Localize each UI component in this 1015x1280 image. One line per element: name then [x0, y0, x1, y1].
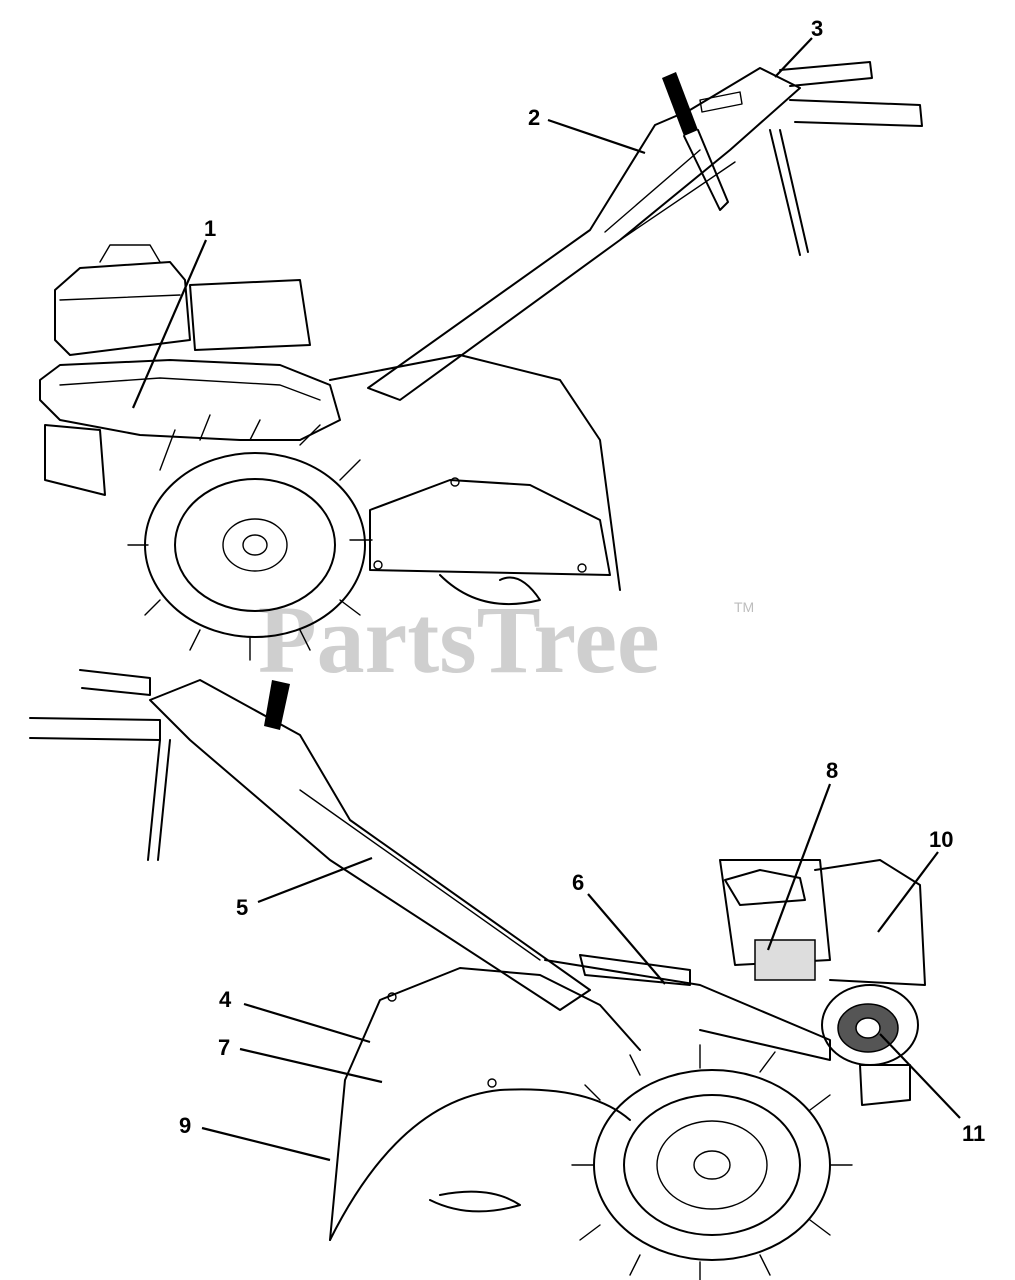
leader-1	[131, 239, 208, 409]
leader-6	[587, 893, 666, 985]
tiller-top-view	[39, 61, 923, 661]
callout-4: 4	[219, 987, 232, 1012]
leader-11	[879, 1033, 961, 1119]
callout-5: 5	[236, 895, 248, 920]
leader-7	[239, 1047, 383, 1084]
leader-3	[774, 37, 813, 78]
tiller-bottom-view	[29, 669, 926, 1280]
callout-9: 9	[179, 1113, 191, 1138]
leader-2	[547, 118, 646, 155]
leader-10	[877, 851, 939, 933]
watermark: PartsTree TM	[258, 586, 754, 693]
leader-5	[257, 856, 373, 904]
leader-lines	[131, 37, 961, 1162]
callout-10: 10	[929, 827, 953, 852]
callout-3: 3	[811, 16, 823, 41]
watermark-trademark: TM	[734, 599, 754, 615]
callout-11: 11	[962, 1121, 985, 1146]
leader-4	[243, 1002, 371, 1044]
leader-8	[766, 783, 832, 951]
callout-7: 7	[218, 1035, 230, 1060]
leader-9	[201, 1126, 331, 1162]
callout-6: 6	[572, 870, 584, 895]
callout-2: 2	[528, 105, 540, 130]
callout-labels: 1 2 3 4 5 6 7 8 9 10 11	[179, 16, 985, 1146]
callout-1: 1	[204, 216, 216, 241]
callout-8: 8	[826, 758, 838, 783]
watermark-text: PartsTree	[258, 586, 660, 693]
